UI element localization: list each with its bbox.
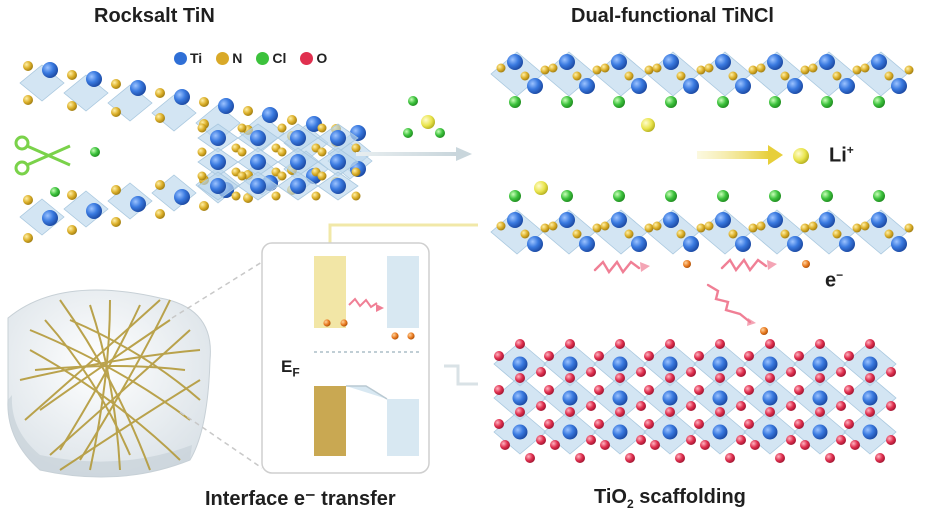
title-dual-functional-tincl: Dual-functional TiNCl <box>571 5 774 28</box>
atom-legend: Ti N Cl O <box>174 50 335 66</box>
legend-item-n: N <box>216 50 242 66</box>
chlorine-cluster <box>403 96 445 138</box>
connector-lines-grey <box>444 366 478 384</box>
legend-item-o: O <box>300 50 327 66</box>
electron-transfer-arrows <box>595 260 777 326</box>
electron <box>802 260 810 268</box>
legend-label: Ti <box>190 50 202 66</box>
reaction-arrow <box>356 147 472 161</box>
li-ion <box>534 181 548 195</box>
nanofiber-disc <box>8 290 211 477</box>
fermi-level-label: EF <box>281 357 300 379</box>
cl-atom-loose <box>50 187 60 197</box>
li-ion <box>641 118 655 132</box>
legend-swatch <box>216 52 229 65</box>
caption-tio2-scaffolding: TiO2 scaffolding <box>594 486 746 511</box>
conduction-band-left <box>314 256 346 328</box>
legend-label: Cl <box>272 50 286 66</box>
scissors-icon <box>16 137 70 174</box>
legend-label: O <box>316 50 327 66</box>
electron <box>760 327 768 335</box>
tincl-layer-bottom <box>491 190 914 254</box>
li-ion <box>793 148 809 164</box>
legend-swatch <box>256 52 269 65</box>
tio2-scaffold <box>494 339 896 463</box>
caption-interface-transfer: Interface e⁻ transfer <box>205 486 396 511</box>
tincl-layer-top <box>491 52 914 108</box>
legend-swatch <box>300 52 313 65</box>
title-rocksalt-tin: Rocksalt TiN <box>94 5 215 28</box>
cl-atom-loose <box>90 147 100 157</box>
electron-label: e− <box>825 268 843 293</box>
li-ion-label: Li+ <box>829 143 854 168</box>
conduction-band-right <box>387 256 419 328</box>
li-ion-arrow <box>697 145 783 165</box>
electron <box>683 260 691 268</box>
tin-crystal <box>20 61 372 243</box>
legend-item-ti: Ti <box>174 50 202 66</box>
legend-label: N <box>232 50 242 66</box>
legend-swatch <box>174 52 187 65</box>
valence-band-left <box>314 386 346 456</box>
legend-item-cl: Cl <box>256 50 286 66</box>
